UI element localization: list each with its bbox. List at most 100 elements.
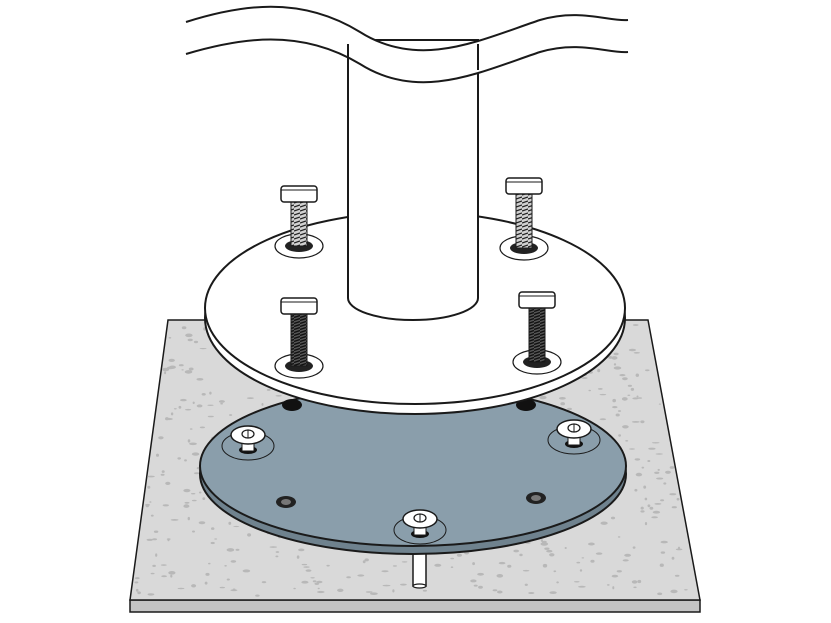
concrete-speck	[357, 574, 365, 577]
concrete-speck	[275, 395, 282, 397]
concrete-speck	[150, 514, 154, 517]
concrete-speck	[185, 333, 193, 338]
threaded-hole	[276, 496, 296, 508]
concrete-speck	[635, 472, 643, 477]
concrete-speck	[211, 527, 215, 530]
concrete-speck	[185, 408, 192, 411]
concrete-speck	[381, 570, 389, 573]
concrete-speck	[513, 549, 520, 553]
concrete-speck	[660, 499, 665, 502]
concrete-speck	[636, 395, 639, 398]
concrete-speck	[255, 594, 260, 597]
concrete-speck	[233, 525, 240, 528]
concrete-speck	[155, 553, 158, 557]
concrete-speck	[156, 453, 159, 457]
concrete-speck	[665, 470, 671, 474]
concrete-speck	[219, 586, 225, 589]
concrete-speck	[670, 589, 678, 594]
concrete-speck	[191, 452, 200, 456]
leveling-bolt	[274, 185, 324, 259]
concrete-speck	[656, 477, 664, 480]
concrete-speck	[145, 503, 150, 506]
concrete-speck	[226, 578, 230, 581]
concrete-speck	[382, 584, 391, 587]
concrete-speck	[559, 397, 566, 400]
concrete-speck	[684, 589, 688, 591]
concrete-speck	[597, 388, 603, 390]
concrete-speck	[549, 553, 555, 557]
concrete-speck	[229, 414, 233, 416]
concrete-speck	[648, 447, 656, 450]
concrete-speck	[192, 530, 195, 533]
concrete-speck	[539, 395, 547, 400]
concrete-speck	[209, 391, 212, 395]
concrete-speck	[189, 428, 193, 430]
leveling-bolt	[499, 177, 549, 261]
concrete-speck	[634, 488, 638, 492]
concrete-speck	[201, 393, 206, 396]
concrete-speck	[147, 593, 155, 596]
concrete-speck	[478, 585, 483, 589]
hole	[516, 399, 536, 411]
concrete-speck	[619, 374, 626, 377]
concrete-speck	[202, 497, 206, 500]
concrete-speck	[187, 338, 193, 342]
concrete-speck	[597, 368, 601, 373]
concrete-speck	[191, 493, 196, 495]
concrete-speck	[473, 584, 478, 587]
concrete-speck	[631, 421, 640, 423]
concrete-speck	[621, 397, 628, 401]
concrete-speck	[612, 586, 615, 590]
concrete-speck	[183, 504, 190, 508]
concrete-speck	[612, 398, 616, 403]
concrete-speck	[618, 434, 621, 437]
leveling-bolt	[274, 297, 324, 379]
concrete-speck	[649, 506, 654, 510]
concrete-speck	[654, 471, 660, 474]
anchor-pin	[412, 547, 427, 589]
concrete-speck	[370, 592, 378, 595]
concrete-speck	[296, 555, 300, 559]
concrete-speck	[600, 521, 608, 525]
concrete-speck	[612, 406, 618, 409]
concrete-speck	[261, 403, 264, 406]
concrete-speck	[207, 415, 214, 418]
concrete-speck	[326, 564, 330, 567]
concrete-speck	[168, 358, 175, 362]
concrete-speck	[187, 439, 191, 443]
concrete-speck	[180, 398, 187, 402]
concrete-speck	[303, 566, 310, 568]
concrete-speck	[314, 582, 320, 585]
concrete-speck	[671, 506, 677, 509]
concrete-speck	[275, 555, 279, 558]
concrete-speck	[644, 497, 648, 501]
concrete-speck	[153, 530, 159, 533]
concrete-speck	[544, 547, 550, 550]
concrete-speck	[192, 401, 195, 405]
concrete-speck	[228, 521, 232, 525]
concrete-speck	[632, 324, 639, 326]
concrete-speck	[599, 393, 607, 396]
concrete-speck	[220, 402, 224, 405]
concrete-speck	[316, 580, 323, 584]
concrete-speck	[191, 499, 197, 502]
concrete-speck	[198, 491, 202, 494]
concrete-speck	[191, 584, 197, 588]
anchor-screw	[547, 419, 601, 455]
concrete-speck	[189, 442, 197, 446]
concrete-speck	[640, 506, 644, 510]
break-lines	[185, 5, 629, 84]
concrete-speck	[524, 583, 528, 586]
concrete-speck	[606, 584, 610, 586]
concrete-speck	[401, 561, 408, 563]
concrete-speck	[400, 583, 407, 586]
concrete-speck	[450, 566, 454, 568]
concrete-speck	[660, 540, 668, 544]
concrete-speck	[204, 581, 208, 585]
concrete-speck	[170, 574, 173, 578]
concrete-speck	[497, 590, 503, 594]
concrete-speck	[160, 473, 165, 476]
concrete-speck	[164, 371, 167, 375]
concrete-speck	[644, 522, 648, 526]
